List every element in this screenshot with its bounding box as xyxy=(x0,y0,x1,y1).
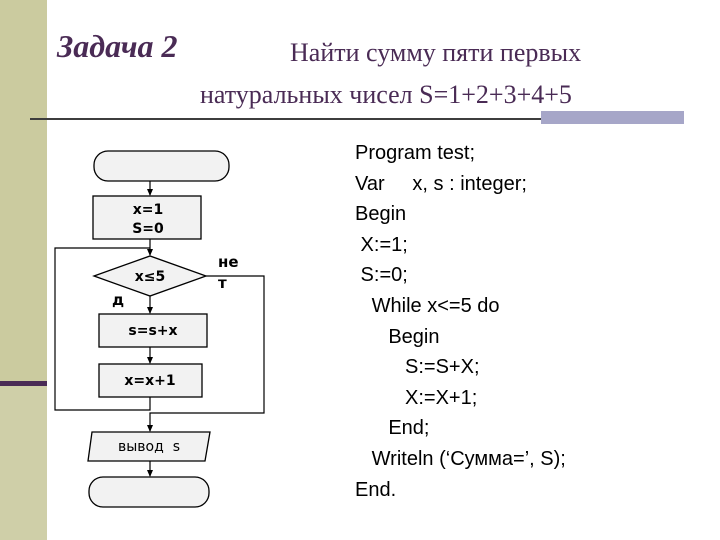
code-line: Writeln (‘Сумма=’, S); xyxy=(355,447,566,470)
flow-step2-text: x=x+1 xyxy=(124,373,175,389)
code-line: End. xyxy=(355,478,397,501)
flow-step1-block xyxy=(98,313,208,348)
flow-exit-line xyxy=(147,275,265,432)
sidebar-accent-bar xyxy=(0,381,47,386)
sidebar-top-panel xyxy=(0,0,47,384)
code-line: Program test; xyxy=(355,142,476,164)
flow-init-text-x: x=1 xyxy=(133,202,164,218)
code-line: Begin xyxy=(355,325,440,348)
flow-no-label-line2: т xyxy=(218,274,227,292)
flow-output-parallelogram xyxy=(87,431,211,462)
code-line: Begin xyxy=(355,203,407,226)
code-line: While x<=5 do xyxy=(355,294,500,317)
flow-output-text: вывод s xyxy=(118,439,180,455)
code-line: Var x, s : integer; xyxy=(355,172,527,195)
pascal-code-listing: Program test; Var x, s : integer; Begin … xyxy=(355,138,566,505)
code-line: S:=S+X; xyxy=(355,356,480,379)
flow-yes-label: д xyxy=(112,291,124,309)
slide-subtitle-line2: натуральных чисел S=1+2+3+4+5 xyxy=(200,80,572,109)
flow-loop-back-line xyxy=(54,247,151,411)
title-underline xyxy=(30,118,684,120)
code-line: X:=1; xyxy=(355,233,408,256)
flow-init-block xyxy=(92,195,202,240)
flow-end-terminal xyxy=(88,476,210,508)
code-line: X:=X+1; xyxy=(355,386,478,409)
flow-condition-text: x≤5 xyxy=(135,269,166,285)
code-line: End; xyxy=(355,417,430,440)
title-underline-accent-block xyxy=(541,111,684,124)
flow-init-text-s: S=0 xyxy=(132,221,164,237)
flow-step2-block xyxy=(98,363,203,398)
slide-title: Задача 2 xyxy=(57,28,178,64)
slide-subtitle-line1: Найти сумму пяти первых xyxy=(290,38,582,67)
flow-step1-text: s=s+x xyxy=(128,323,177,339)
flow-start-terminal xyxy=(93,150,230,182)
flow-no-label-line1: не xyxy=(218,253,239,271)
code-line: S:=0; xyxy=(355,264,408,287)
